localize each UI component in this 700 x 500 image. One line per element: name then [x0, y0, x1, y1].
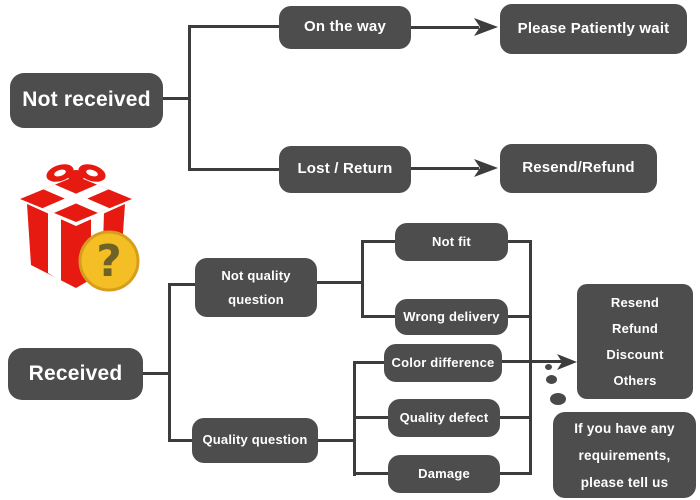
- ellipsis-dot: [550, 393, 566, 405]
- node-label-line: question: [228, 291, 284, 307]
- connector: [363, 315, 395, 318]
- connector: [170, 283, 195, 286]
- connector: [508, 315, 531, 318]
- gift-box-icon: ?: [20, 164, 140, 292]
- arrow-shaft: [411, 167, 479, 170]
- connector: [190, 168, 279, 171]
- node-label: Wrong delivery: [403, 308, 500, 324]
- node-label-line: requirements,: [578, 447, 671, 463]
- node-label: Color difference: [391, 354, 495, 370]
- node-label-line: Not quality: [221, 267, 291, 283]
- node-label-line: please tell us: [580, 474, 669, 490]
- connector: [190, 25, 279, 28]
- connector: [363, 240, 395, 243]
- node-requirements-note: If you have any requirements, please tel…: [553, 412, 696, 498]
- connector: [170, 439, 192, 442]
- node-please-patiently-wait: Please Patiently wait: [500, 4, 687, 54]
- node-damage: Damage: [388, 455, 500, 493]
- node-label: Received: [28, 361, 123, 385]
- node-label-line: Refund: [612, 320, 658, 336]
- ellipsis-dot: [545, 364, 552, 370]
- arrow-head-icon: [474, 159, 498, 177]
- arrow-shaft: [502, 360, 562, 363]
- node-label: Resend/Refund: [522, 159, 635, 177]
- node-label-line: Resend: [610, 294, 660, 310]
- node-resend-refund: Resend/Refund: [500, 144, 657, 193]
- node-outcome-options: Resend Refund Discount Others: [577, 284, 693, 399]
- node-quality-defect: Quality defect: [388, 399, 500, 437]
- connector: [318, 439, 356, 442]
- connector: [500, 472, 531, 475]
- ellipsis-dot: [546, 375, 557, 384]
- connector: [353, 361, 356, 476]
- node-received: Received: [8, 348, 143, 400]
- connector: [529, 240, 532, 475]
- node-label: Quality question: [202, 432, 308, 448]
- node-not-received: Not received: [10, 73, 163, 128]
- arrow-shaft: [411, 26, 479, 29]
- arrow-head-icon: [474, 18, 498, 36]
- node-on-the-way: On the way: [279, 6, 411, 49]
- connector: [188, 25, 191, 171]
- connector: [143, 372, 170, 375]
- node-label: Not received: [22, 88, 151, 112]
- connector: [163, 97, 190, 100]
- svg-text:?: ?: [96, 236, 122, 287]
- question-mark-icon: ?: [78, 230, 140, 292]
- node-color-difference: Color difference: [384, 344, 502, 382]
- node-label: Damage: [418, 465, 470, 481]
- node-label: Not fit: [432, 233, 471, 249]
- connector: [317, 281, 363, 284]
- connector: [355, 472, 388, 475]
- connector: [361, 240, 364, 318]
- node-label: On the way: [303, 18, 387, 36]
- node-label: Lost / Return: [297, 160, 393, 178]
- node-lost-return: Lost / Return: [279, 146, 411, 193]
- node-wrong-delivery: Wrong delivery: [395, 299, 508, 335]
- connector: [168, 283, 171, 442]
- node-not-fit: Not fit: [395, 223, 508, 261]
- node-label-line: If you have any: [574, 420, 675, 436]
- node-label: Quality defect: [399, 409, 489, 425]
- node-label: Please Patiently wait: [517, 19, 670, 37]
- node-label-line: Discount: [606, 346, 664, 362]
- connector: [355, 361, 384, 364]
- node-label-line: Others: [613, 372, 657, 388]
- connector: [508, 240, 531, 243]
- node-quality-question: Quality question: [192, 418, 318, 463]
- arrow-head-icon: [557, 354, 577, 370]
- connector: [355, 416, 388, 419]
- connector: [500, 416, 531, 419]
- node-not-quality-question: Not quality question: [195, 258, 317, 317]
